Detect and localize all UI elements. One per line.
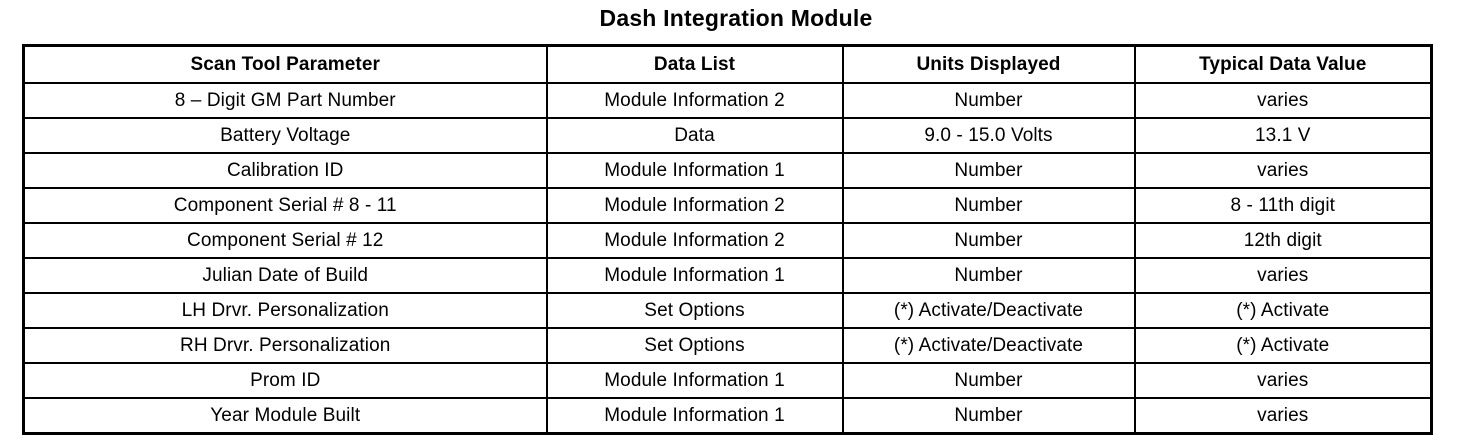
cell-data-list: Module Information 1 — [545, 362, 844, 399]
cell-data-list: Module Information 1 — [545, 257, 844, 294]
table-row: Year Module Built Module Information 1 N… — [22, 397, 1433, 435]
cell-units: 9.0 - 15.0 Volts — [841, 117, 1136, 154]
cell-units: (*) Activate/Deactivate — [841, 327, 1136, 364]
cell-data-list: Module Information 2 — [545, 222, 844, 259]
page-title: Dash Integration Module — [599, 5, 873, 31]
cell-typical-value: 8 - 11th digit — [1133, 187, 1433, 224]
column-header-units-displayed: Units Displayed — [841, 44, 1136, 84]
cell-data-list: Module Information 1 — [545, 397, 844, 435]
cell-units: Number — [841, 362, 1136, 399]
scan-tool-parameter-table-container: Scan Tool Parameter Data List Units Disp… — [22, 44, 1433, 435]
cell-parameter: Prom ID — [22, 362, 548, 399]
cell-typical-value: varies — [1133, 152, 1433, 189]
cell-parameter: Battery Voltage — [22, 117, 548, 154]
column-header-typical-data-value: Typical Data Value — [1133, 44, 1433, 84]
table-header-row: Scan Tool Parameter Data List Units Disp… — [22, 44, 1433, 84]
cell-parameter: Component Serial # 8 - 11 — [22, 187, 548, 224]
table-row: LH Drvr. Personalization Set Options (*)… — [22, 292, 1433, 329]
cell-data-list: Module Information 2 — [545, 82, 844, 119]
table-row: Prom ID Module Information 1 Number vari… — [22, 362, 1433, 399]
cell-typical-value: varies — [1133, 257, 1433, 294]
table-body: 8 – Digit GM Part Number Module Informat… — [22, 82, 1433, 435]
cell-units: Number — [841, 257, 1136, 294]
cell-units: Number — [841, 222, 1136, 259]
table-row: Battery Voltage Data 9.0 - 15.0 Volts 13… — [22, 117, 1433, 154]
cell-data-list: Data — [545, 117, 844, 154]
cell-units: Number — [841, 397, 1136, 435]
cell-parameter: Component Serial # 12 — [22, 222, 548, 259]
scan-tool-parameter-table: Scan Tool Parameter Data List Units Disp… — [22, 44, 1433, 435]
cell-data-list: Set Options — [545, 327, 844, 364]
cell-parameter: RH Drvr. Personalization — [22, 327, 548, 364]
cell-parameter: Calibration ID — [22, 152, 548, 189]
table-row: Component Serial # 8 - 11 Module Informa… — [22, 187, 1433, 224]
cell-units: Number — [841, 152, 1136, 189]
cell-typical-value: (*) Activate — [1133, 327, 1433, 364]
cell-data-list: Module Information 2 — [545, 187, 844, 224]
column-header-data-list: Data List — [545, 44, 844, 84]
cell-data-list: Set Options — [545, 292, 844, 329]
table-row: Julian Date of Build Module Information … — [22, 257, 1433, 294]
cell-units: Number — [841, 82, 1136, 119]
table-row: Component Serial # 12 Module Information… — [22, 222, 1433, 259]
cell-units: (*) Activate/Deactivate — [841, 292, 1136, 329]
cell-typical-value: varies — [1133, 397, 1433, 435]
table-header: Scan Tool Parameter Data List Units Disp… — [22, 44, 1433, 84]
cell-parameter: LH Drvr. Personalization — [22, 292, 548, 329]
cell-typical-value: 12th digit — [1133, 222, 1433, 259]
cell-units: Number — [841, 187, 1136, 224]
table-row: Calibration ID Module Information 1 Numb… — [22, 152, 1433, 189]
cell-typical-value: varies — [1133, 362, 1433, 399]
column-header-scan-tool-parameter: Scan Tool Parameter — [22, 44, 548, 84]
table-row: 8 – Digit GM Part Number Module Informat… — [22, 82, 1433, 119]
table-row: RH Drvr. Personalization Set Options (*)… — [22, 327, 1433, 364]
cell-typical-value: 13.1 V — [1133, 117, 1433, 154]
cell-data-list: Module Information 1 — [545, 152, 844, 189]
cell-parameter: 8 – Digit GM Part Number — [22, 82, 548, 119]
cell-typical-value: (*) Activate — [1133, 292, 1433, 329]
cell-parameter: Julian Date of Build — [22, 257, 548, 294]
cell-typical-value: varies — [1133, 82, 1433, 119]
cell-parameter: Year Module Built — [22, 397, 548, 435]
